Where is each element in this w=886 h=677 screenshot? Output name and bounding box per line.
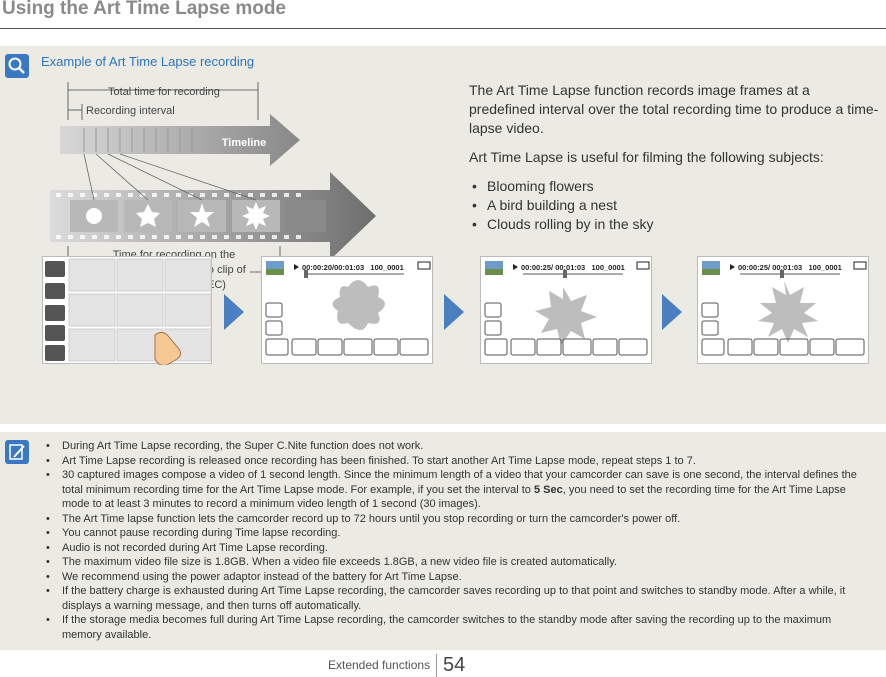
lcd-screen-3: 00:00:25/ 00:01:03 100_0001 bbox=[697, 256, 869, 364]
lcd-status: 00:00:20/00:01:03 100_0001 bbox=[302, 263, 404, 272]
lcd-screen-1: 00:00:20/00:01:03 100_0001 bbox=[261, 256, 433, 364]
subject-list: Blooming flowers A bird building a nest … bbox=[469, 177, 879, 234]
title-divider bbox=[0, 28, 886, 29]
list-item: You cannot pause recording during Time l… bbox=[44, 526, 864, 541]
lcd-screen-2: 00:00:25/ 00:01:03 100_0001 bbox=[480, 256, 652, 364]
list-item: The Art Time lapse function lets the cam… bbox=[44, 512, 864, 527]
notes-panel: During Art Time Lapse recording, the Sup… bbox=[0, 432, 886, 650]
lcd-status: 00:00:25/ 00:01:03 100_0001 bbox=[738, 263, 842, 272]
lcd-status: 00:00:25/ 00:01:03 100_0001 bbox=[521, 263, 625, 272]
sequence-arrow bbox=[224, 294, 244, 330]
description-subjects-lead: Art Time Lapse is useful for filming the… bbox=[469, 149, 824, 165]
description: The Art Time Lapse function records imag… bbox=[469, 81, 879, 234]
description-intro: The Art Time Lapse function records imag… bbox=[469, 82, 879, 136]
list-item: The maximum video file size is 1.8GB. Wh… bbox=[44, 555, 864, 570]
page-number: 54 bbox=[436, 654, 465, 677]
page-title: Using the Art Time Lapse mode bbox=[2, 0, 286, 19]
thumbnail-screen bbox=[42, 256, 212, 366]
screen-sequence: 00:00:20/00:01:03 100_0001 00:00:25/ 00:… bbox=[0, 256, 886, 368]
notes-list: During Art Time Lapse recording, the Sup… bbox=[44, 439, 864, 642]
list-item: Art Time Lapse recording is released onc… bbox=[44, 454, 864, 469]
list-item: During Art Time Lapse recording, the Sup… bbox=[44, 439, 864, 454]
pencil-note-icon bbox=[5, 440, 29, 464]
sequence-arrow bbox=[662, 294, 682, 330]
list-item: Audio is not recorded during Art Time La… bbox=[44, 541, 864, 556]
magnifier-icon bbox=[5, 54, 29, 78]
list-item: Clouds rolling by in the sky bbox=[469, 215, 879, 234]
timelapse-diagram: Timeline bbox=[50, 82, 376, 286]
sequence-arrow bbox=[444, 294, 464, 330]
list-item: If the battery charge is exhausted durin… bbox=[44, 584, 864, 613]
interval-label: Recording interval bbox=[86, 105, 175, 117]
list-item: Blooming flowers bbox=[469, 177, 879, 196]
list-item: If the storage media becomes full during… bbox=[44, 613, 864, 642]
list-item: We recommend using the power adaptor ins… bbox=[44, 570, 864, 585]
timeline-label: Timeline bbox=[222, 137, 266, 149]
total-time-label: Total time for recording bbox=[108, 86, 220, 98]
list-item: A bird building a nest bbox=[469, 196, 879, 215]
footer-section-label: Extended functions bbox=[328, 658, 431, 672]
example-heading: Example of Art Time Lapse recording bbox=[41, 54, 255, 69]
list-item: 30 captured images compose a video of 1 … bbox=[44, 468, 864, 512]
